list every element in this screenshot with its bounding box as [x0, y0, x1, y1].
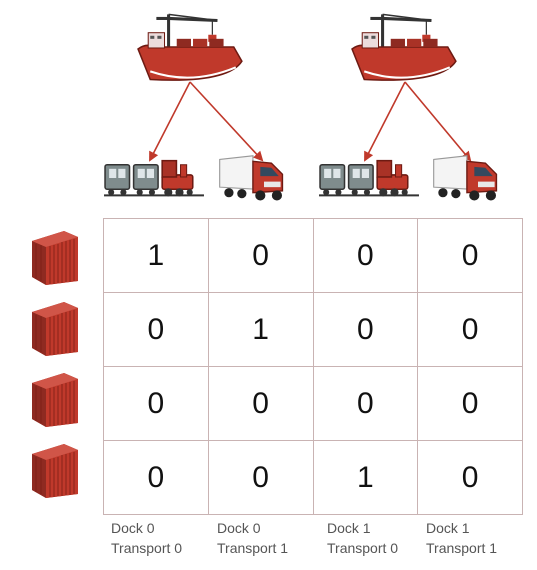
dock-crane-ship-icon — [350, 12, 458, 82]
matrix-cell: 1 — [207, 292, 314, 367]
column-label: Dock 1 Transport 1 — [426, 518, 497, 558]
matrix-cell: 0 — [103, 440, 209, 515]
shipping-container-icon — [31, 301, 79, 357]
matrix-cell: 0 — [417, 292, 523, 367]
column-label: Dock 0 Transport 0 — [111, 518, 182, 558]
shipping-container-icon — [31, 443, 79, 499]
shipping-container-icon — [31, 230, 79, 286]
truck-icon — [432, 155, 498, 202]
matrix-row: 0 1 0 0 — [103, 292, 523, 367]
matrix-cell: 0 — [103, 366, 209, 441]
matrix-cell: 1 — [103, 218, 209, 293]
matrix-cell: 0 — [103, 292, 209, 367]
train-icon — [318, 159, 420, 198]
matrix-row: 1 0 0 0 — [103, 218, 523, 293]
column-transport-label: Transport 1 — [217, 540, 289, 556]
column-label: Dock 0 Transport 1 — [217, 518, 288, 558]
assignment-arrow — [189, 81, 264, 162]
column-transport-label: Transport 1 — [426, 540, 498, 556]
matrix-row: 0 0 1 0 — [103, 440, 523, 515]
column-transport-label: Transport 0 — [327, 540, 399, 556]
column-label: Dock 1 Transport 0 — [327, 518, 398, 558]
assignment-arrow — [149, 81, 191, 162]
column-dock-label: Dock 1 — [426, 520, 470, 536]
matrix-cell: 0 — [207, 218, 314, 293]
matrix-cell: 0 — [417, 440, 523, 515]
matrix-cell: 0 — [312, 292, 419, 367]
matrix-cell: 0 — [312, 366, 419, 441]
dock-crane-ship-icon — [136, 12, 244, 82]
train-icon — [103, 159, 205, 198]
assignment-arrow — [404, 81, 472, 162]
matrix-cell: 0 — [207, 440, 314, 515]
matrix-row: 0 0 0 0 — [103, 366, 523, 441]
assignment-arrow — [364, 81, 406, 162]
column-transport-label: Transport 0 — [111, 540, 183, 556]
column-dock-label: Dock 1 — [327, 520, 371, 536]
assignment-matrix: 1 0 0 0 0 1 0 0 0 0 0 0 0 0 1 0 — [103, 218, 523, 515]
matrix-cell: 0 — [312, 218, 419, 293]
matrix-cell: 0 — [417, 366, 523, 441]
column-dock-label: Dock 0 — [111, 520, 155, 536]
column-dock-label: Dock 0 — [217, 520, 261, 536]
truck-icon — [218, 155, 284, 202]
matrix-cell: 0 — [417, 218, 523, 293]
matrix-cell: 1 — [312, 440, 419, 515]
shipping-container-icon — [31, 372, 79, 428]
matrix-cell: 0 — [207, 366, 314, 441]
